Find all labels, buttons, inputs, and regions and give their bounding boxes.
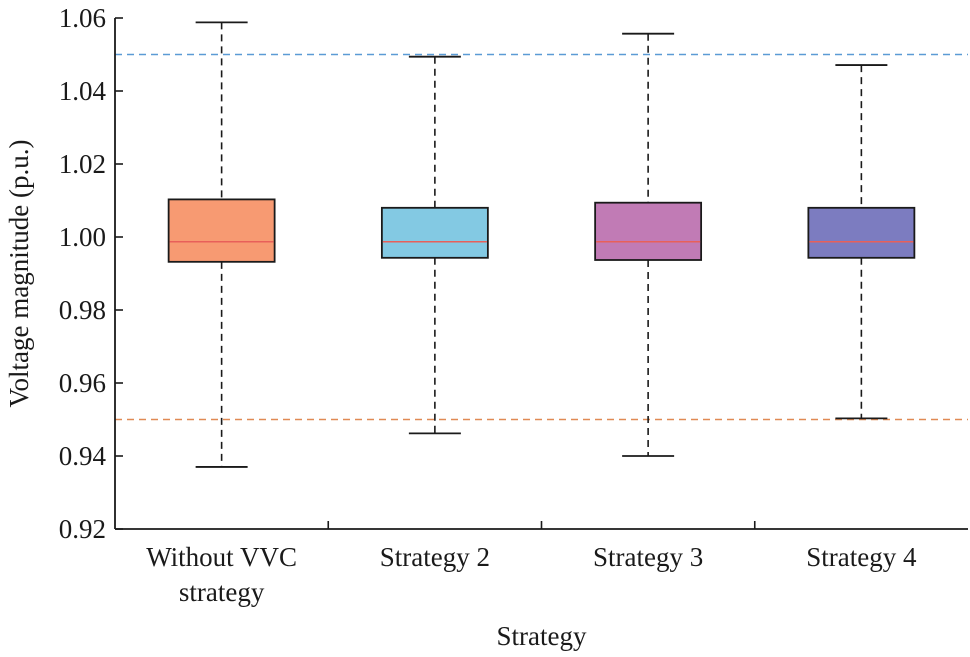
x-tick-label-line: Strategy 4 xyxy=(806,542,917,572)
box-4 xyxy=(807,64,916,420)
x-axis-title: Strategy xyxy=(497,621,587,651)
box-2 xyxy=(380,55,489,435)
x-tick-label: Without VVC strategy xyxy=(146,542,297,607)
y-tick-label: 0.92 xyxy=(59,514,106,544)
box-iqr xyxy=(594,201,703,261)
x-tick-label-line: Strategy 3 xyxy=(593,542,703,572)
y-tick-label: 0.98 xyxy=(59,295,106,325)
y-tick-label: 0.96 xyxy=(59,368,106,398)
box-1 xyxy=(167,21,276,468)
axes: 0.92 0.94 0.96 0.98 1.00 1.02 1.04 1.06Without … xyxy=(59,3,968,607)
axis-labels: Strategy Voltage magnitude (p.u.) xyxy=(4,140,587,651)
x-tick-label: Strategy 3 xyxy=(593,542,703,572)
box-series xyxy=(167,21,916,468)
y-tick-label: 1.00 xyxy=(59,222,106,252)
x-tick-label-line: Without VVC xyxy=(146,542,297,572)
box-iqr xyxy=(807,206,916,259)
y-tick-label: 1.06 xyxy=(59,3,106,33)
y-tick-label: 0.94 xyxy=(59,441,107,471)
y-axis-title: Voltage magnitude (p.u.) xyxy=(4,140,34,408)
x-tick-label-line: Strategy 2 xyxy=(380,542,490,572)
x-tick-label: Strategy 2 xyxy=(380,542,490,572)
y-tick-label: 1.02 xyxy=(59,149,106,179)
x-tick-label: Strategy 4 xyxy=(806,542,917,572)
y-tick-label: 1.04 xyxy=(59,76,107,106)
reference-lines xyxy=(115,53,968,421)
x-tick-label-line: strategy xyxy=(179,577,265,607)
box-3 xyxy=(594,32,703,457)
box-iqr xyxy=(380,206,489,259)
box-iqr xyxy=(167,198,276,263)
